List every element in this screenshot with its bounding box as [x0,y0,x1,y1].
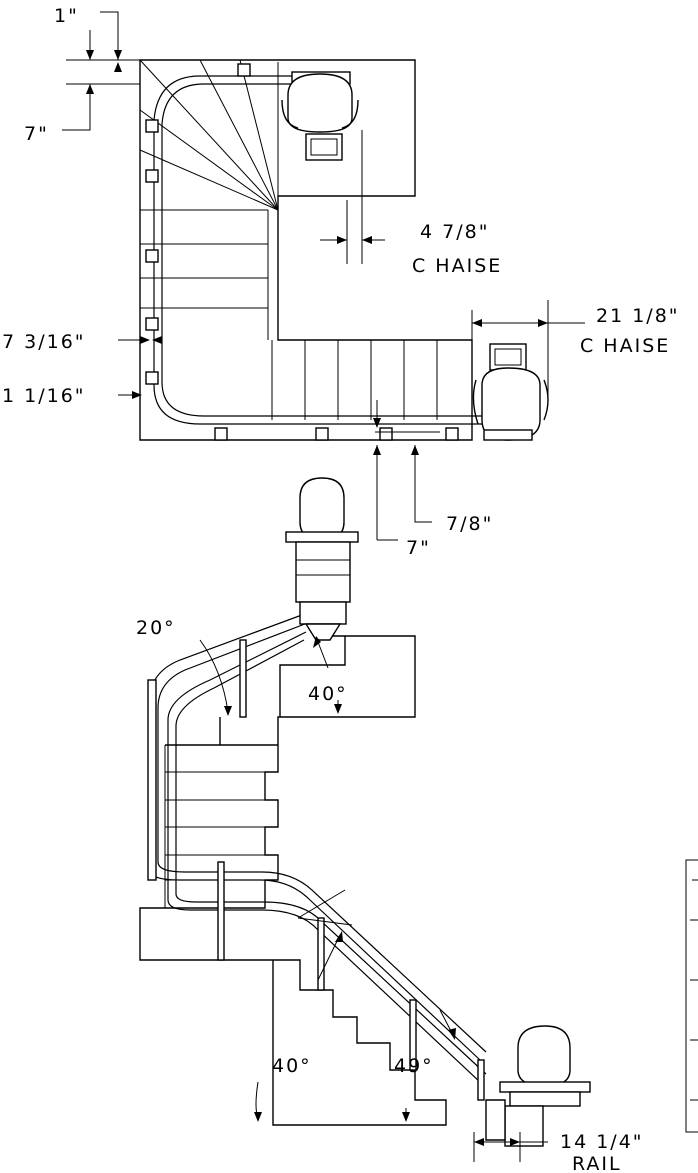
side-gap-label: 1 1/16" [2,385,86,407]
chaise-offset-label: 4 7/8" [420,221,489,243]
angle-mid-label: 40° [308,683,348,705]
elevation-posts [147,639,485,1101]
winder-treads [139,59,279,211]
rail-width-label: 14 1/4" [560,1131,644,1153]
angle-upper-label: 20° [136,617,176,639]
plan-chair-top [281,71,359,161]
chaise-offset-sub: C HAISE [412,255,502,277]
elevation-rail-top [149,611,481,1061]
plan-chair-bottom [472,343,549,441]
plan-rail-inner [161,83,500,417]
chaise-width-sub: C HAISE [580,335,670,357]
elevation-chair-top [285,477,359,641]
elevation-view [139,477,698,1147]
top-gap-label: 1" [54,5,79,27]
plan-outline [139,59,473,441]
angle-steep-label: 49° [394,1055,434,1077]
plan-brackets [145,63,459,441]
left-run-treads [140,209,269,340]
bottom-run-treads [271,340,438,420]
bottom-gap-label: 7/8" [446,513,493,535]
angle-lower-label: 40° [272,1055,312,1077]
side-clearance-label: 7 3/16" [2,331,86,353]
plan-view [139,59,549,441]
top-offset-label: 7" [24,123,49,145]
edge-drawing-fragment [685,859,698,1133]
rail-width-sub: RAIL [572,1153,622,1173]
elevation-chair-bottom [485,1025,591,1147]
elevation-dimensions [199,636,548,1162]
elevation-outline [139,635,447,1126]
bottom-offset-label: 7" [406,537,431,559]
chaise-width-label: 21 1/8" [596,305,680,327]
plan-dimensions [62,11,585,541]
labels: 1" 7" 4 7/8" C HAISE 21 1/8" C HAISE 7 3… [2,5,680,1173]
